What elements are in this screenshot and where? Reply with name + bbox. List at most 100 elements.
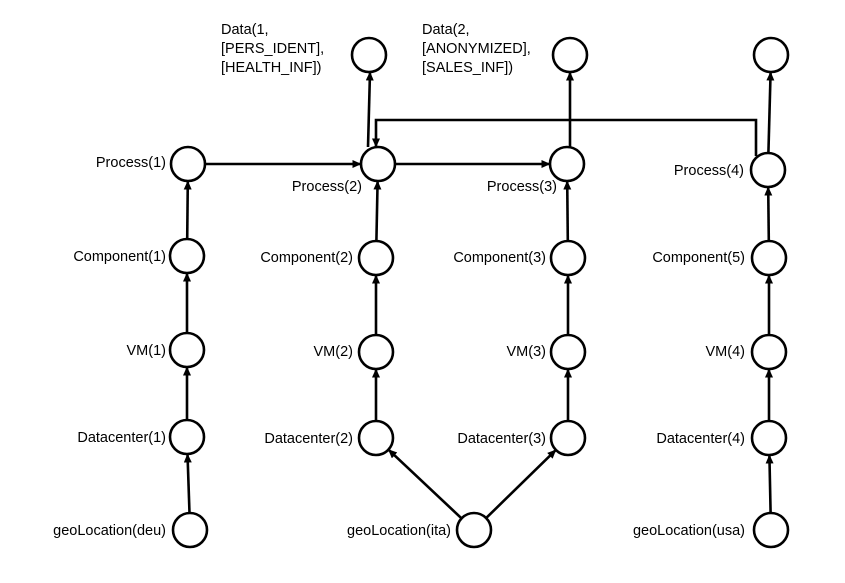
- node-label-geo-usa: geoLocation(usa): [633, 523, 745, 539]
- node-label-process4: Process(4): [674, 163, 744, 179]
- edge-component5-to-process4: [764, 186, 773, 242]
- node-circle-component3: [549, 239, 587, 277]
- node-label-vm3: VM(3): [507, 344, 546, 360]
- node-circle-data1: [350, 36, 388, 74]
- node-label-geo-ita: geoLocation(ita): [347, 523, 451, 539]
- node-circle-vm2: [357, 333, 395, 371]
- node-circle-process3: [548, 145, 586, 183]
- node-circle-component5: [750, 239, 788, 277]
- edge-geo-usa-to-datacenter4: [765, 454, 774, 514]
- node-label-line: Datacenter(2): [264, 431, 353, 447]
- node-process1: Process(1): [96, 145, 207, 183]
- node-label-line: Process(3): [487, 179, 557, 195]
- node-label-vm1: VM(1): [127, 343, 166, 359]
- node-label-line: VM(4): [706, 344, 745, 360]
- node-datacenter3: Datacenter(3): [457, 419, 587, 457]
- node-circle-datacenter1: [168, 418, 206, 456]
- node-label-line: Component(1): [73, 249, 166, 265]
- node-geo-usa: geoLocation(usa): [633, 511, 790, 549]
- node-circle-geo-usa: [752, 511, 790, 549]
- node-circle-data2: [551, 36, 589, 74]
- node-process2: Process(2): [292, 145, 397, 195]
- node-label-line: Data(2,: [422, 22, 470, 38]
- edge-process2-to-data1: [365, 71, 374, 148]
- edge-component2-to-process2: [373, 180, 382, 242]
- node-circle-component1: [168, 237, 206, 275]
- nodes-layer: Data(1, [PERS_IDENT], [HEALTH_INF]) Data(2,…: [53, 22, 790, 549]
- node-label-vm2: VM(2): [314, 344, 353, 360]
- node-label-line: Component(2): [260, 250, 353, 266]
- node-label-line: Datacenter(1): [77, 430, 166, 446]
- node-label-line: VM(1): [127, 343, 166, 359]
- node-label-data2: Data(2, [ANONYMIZED], [SALES_INF]): [422, 22, 531, 76]
- node-top4: [752, 36, 790, 74]
- node-label-line: [PERS_IDENT],: [221, 41, 324, 57]
- node-circle-datacenter2: [357, 419, 395, 457]
- node-label-line: Datacenter(3): [457, 431, 546, 447]
- node-label-line: Process(4): [674, 163, 744, 179]
- node-circle-datacenter3: [549, 419, 587, 457]
- node-component2: Component(2): [260, 239, 395, 277]
- node-label-component2: Component(2): [260, 250, 353, 266]
- node-label-datacenter1: Datacenter(1): [77, 430, 166, 446]
- node-label-line: [ANONYMIZED],: [422, 41, 531, 57]
- node-label-geo-deu: geoLocation(deu): [53, 523, 166, 539]
- node-label-datacenter3: Datacenter(3): [457, 431, 546, 447]
- node-circle-vm1: [168, 331, 206, 369]
- node-circle-geo-ita: [455, 511, 493, 549]
- node-label-process3: Process(3): [487, 179, 557, 195]
- node-geo-deu: geoLocation(deu): [53, 511, 209, 549]
- node-datacenter2: Datacenter(2): [264, 419, 395, 457]
- node-label-line: Component(3): [453, 250, 546, 266]
- node-label-line: geoLocation(deu): [53, 523, 166, 539]
- node-circle-top4: [752, 36, 790, 74]
- node-label-line: Component(5): [652, 250, 745, 266]
- edge-geo-ita-to-datacenter3: [485, 448, 557, 520]
- node-label-component5: Component(5): [652, 250, 745, 266]
- node-vm3: VM(3): [507, 333, 587, 371]
- node-label-datacenter4: Datacenter(4): [656, 431, 745, 447]
- node-label-line: VM(2): [314, 344, 353, 360]
- node-circle-process2: [359, 145, 397, 183]
- node-label-datacenter2: Datacenter(2): [264, 431, 353, 447]
- node-datacenter1: Datacenter(1): [77, 418, 206, 456]
- edge-process4-to-top4: [766, 71, 775, 154]
- node-circle-process1: [169, 145, 207, 183]
- node-circle-geo-deu: [171, 511, 209, 549]
- node-circle-vm4: [750, 333, 788, 371]
- node-label-process2: Process(2): [292, 179, 362, 195]
- edge-component1-to-process1: [183, 180, 192, 240]
- node-label-component3: Component(3): [453, 250, 546, 266]
- node-label-line: geoLocation(ita): [347, 523, 451, 539]
- node-component5: Component(5): [652, 239, 788, 277]
- node-label-line: Datacenter(4): [656, 431, 745, 447]
- edge-geo-ita-to-datacenter2: [387, 448, 463, 520]
- node-datacenter4: Datacenter(4): [656, 419, 788, 457]
- node-label-process1: Process(1): [96, 155, 166, 171]
- node-label-line: [HEALTH_INF]): [221, 60, 321, 76]
- node-label-line: VM(3): [507, 344, 546, 360]
- node-label-line: geoLocation(usa): [633, 523, 745, 539]
- node-circle-process4: [749, 151, 787, 189]
- node-process3: Process(3): [487, 145, 586, 195]
- node-label-data1: Data(1, [PERS_IDENT], [HEALTH_INF]): [221, 22, 324, 76]
- node-label-line: Process(2): [292, 179, 362, 195]
- node-data2: Data(2, [ANONYMIZED], [SALES_INF]): [422, 22, 589, 76]
- node-circle-component2: [357, 239, 395, 277]
- node-process4: Process(4): [674, 151, 787, 189]
- edge-component3-to-process3: [563, 180, 572, 242]
- node-vm4: VM(4): [706, 333, 788, 371]
- node-label-vm4: VM(4): [706, 344, 745, 360]
- node-label-component1: Component(1): [73, 249, 166, 265]
- node-component1: Component(1): [73, 237, 206, 275]
- edge-process4-to-process2: [372, 118, 758, 156]
- node-geo-ita: geoLocation(ita): [347, 511, 493, 549]
- node-circle-vm3: [549, 333, 587, 371]
- node-label-line: Data(1,: [221, 22, 269, 38]
- node-component3: Component(3): [453, 239, 587, 277]
- node-circle-datacenter4: [750, 419, 788, 457]
- node-vm2: VM(2): [314, 333, 395, 371]
- node-label-line: [SALES_INF]): [422, 60, 513, 76]
